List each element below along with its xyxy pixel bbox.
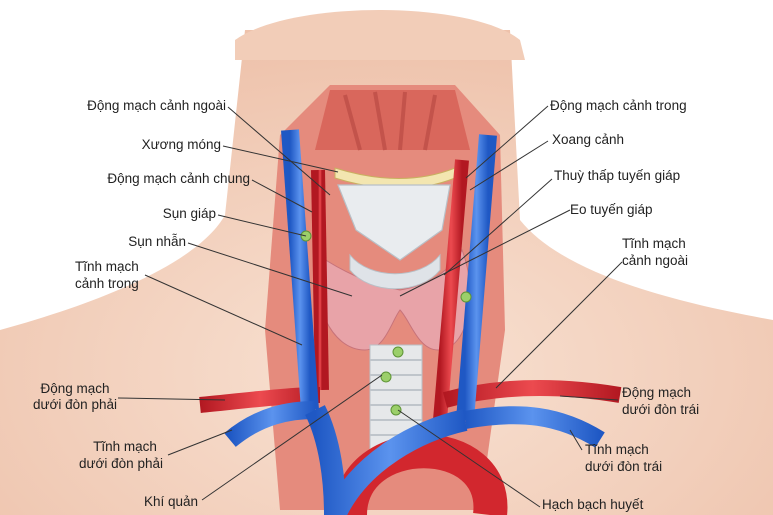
label-external-carotid-artery: Động mạch cảnh ngoài bbox=[87, 98, 226, 113]
label-right-subclavian-vein-line1: Tĩnh mạch bbox=[93, 439, 157, 454]
right-common-carotid bbox=[311, 169, 329, 391]
label-external-jugular-vein-line1: Tĩnh mạch bbox=[622, 236, 686, 251]
label-thyroid-cartilage: Sụn giáp bbox=[162, 206, 216, 221]
label-cricoid-cartilage: Sụn nhẫn bbox=[128, 234, 186, 249]
muscle-upper bbox=[315, 90, 470, 150]
label-internal-jugular-vein-line1: Tĩnh mạch bbox=[75, 259, 139, 274]
label-left-subclavian-vein-line1: Tĩnh mạch bbox=[585, 442, 649, 457]
lymph-node bbox=[392, 346, 404, 358]
label-carotid-sinus: Xoang cảnh bbox=[552, 132, 625, 147]
lymph-node bbox=[460, 291, 472, 303]
label-right-subclavian-artery-line1: Động mạch bbox=[40, 381, 110, 396]
chin bbox=[235, 10, 525, 60]
left-subclavian-vein bbox=[463, 406, 605, 448]
label-left-subclavian-artery-line1: Động mạch bbox=[622, 385, 692, 400]
thyroid-cartilage bbox=[337, 184, 451, 261]
right-internal-jugular bbox=[281, 129, 319, 411]
lymph-node bbox=[390, 404, 402, 416]
label-left-subclavian-artery-line2: dưới đòn trái bbox=[622, 402, 700, 417]
label-thyroid-lobe: Thuỳ thấp tuyến giáp bbox=[554, 168, 681, 183]
label-hyoid-bone: Xương móng bbox=[141, 137, 221, 152]
label-thyroid-isthmus: Eo tuyến giáp bbox=[570, 202, 653, 217]
label-common-carotid-artery: Động mạch cảnh chung bbox=[107, 171, 250, 186]
lymph-node bbox=[380, 371, 392, 383]
label-right-subclavian-vein-line2: dưới đòn phải bbox=[79, 456, 163, 471]
label-left-subclavian-vein-line2: dưới đòn trái bbox=[585, 459, 663, 474]
left-internal-jugular bbox=[456, 134, 497, 421]
label-trachea: Khí quản bbox=[144, 494, 199, 509]
label-right-subclavian-artery-line2: dưới đòn phải bbox=[33, 397, 117, 412]
thyroid-gland bbox=[315, 248, 471, 351]
label-external-jugular-vein-line2: cảnh ngoài bbox=[622, 253, 689, 268]
label-internal-jugular-vein-line2: cảnh trong bbox=[75, 276, 139, 291]
brachiocephalic-veins bbox=[305, 405, 468, 515]
right-subclavian-vein bbox=[224, 401, 316, 448]
label-internal-carotid-artery: Động mạch cảnh trong bbox=[550, 98, 687, 113]
label-lymph-node: Hạch bạch huyết bbox=[542, 497, 644, 512]
left-common-carotid bbox=[433, 159, 469, 421]
